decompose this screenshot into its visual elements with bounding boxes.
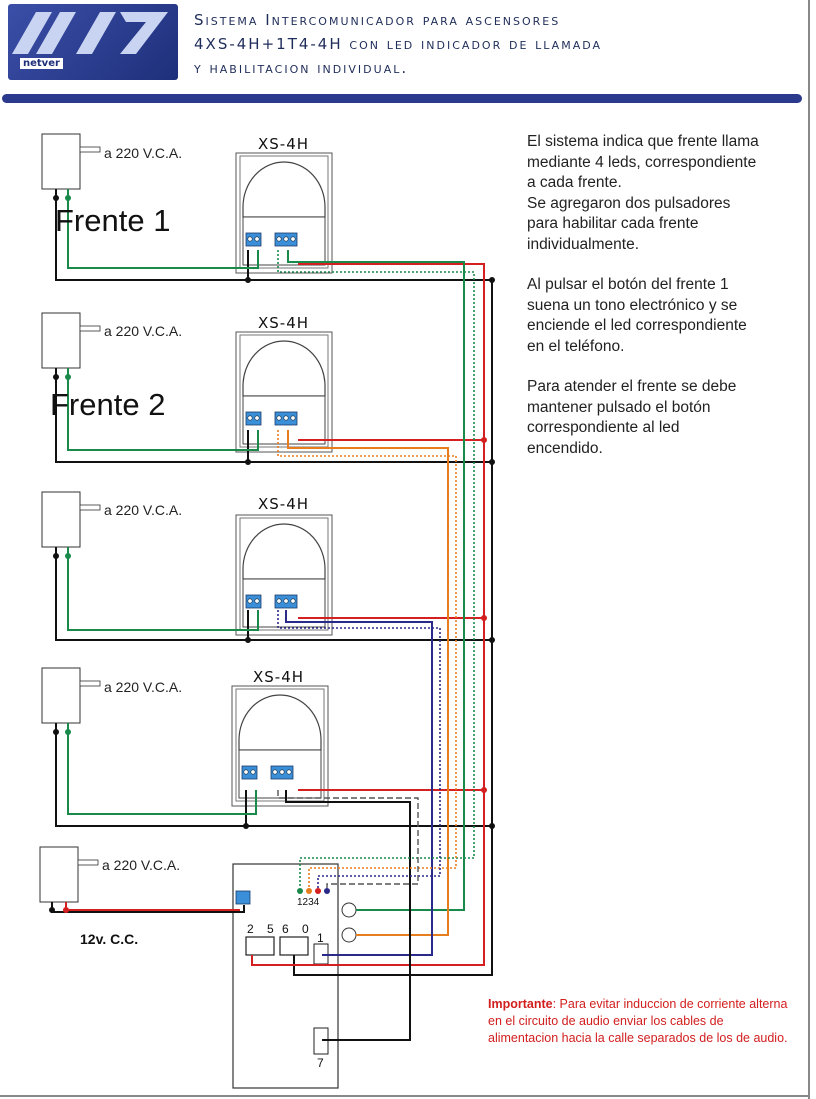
model-label-3: XS-4H xyxy=(258,495,310,513)
power-supply-phone xyxy=(39,846,99,903)
power-supply-2 xyxy=(41,312,101,369)
important-label: Importante xyxy=(488,997,553,1011)
power-label-2: a 220 V.C.A. xyxy=(104,323,183,339)
page-shadow-bottom xyxy=(0,1095,810,1097)
frente-1-label: Frente 1 xyxy=(55,203,171,238)
terminal-25-label: 2 5 xyxy=(247,922,279,936)
frente-2-label: Frente 2 xyxy=(50,387,166,422)
description-paragraph-1: El sistema indica que frente llama media… xyxy=(527,133,759,253)
power-label-3: a 220 V.C.A. xyxy=(104,502,183,518)
model-label-1: XS-4H xyxy=(258,135,310,153)
led-numbers-label: 1234 xyxy=(297,897,320,908)
terminal-60-label: 6 0 xyxy=(282,922,314,936)
description-paragraph-2: Al pulsar el botón del frente 1 suena un… xyxy=(527,276,747,355)
page-title: Sistema Intercomunicador para ascensores… xyxy=(194,8,804,80)
model-label-2: XS-4H xyxy=(258,314,310,332)
header-divider xyxy=(2,94,802,103)
power-label-phone: a 220 V.C.A. xyxy=(102,857,181,873)
terminal-1-label: 1 xyxy=(317,931,329,945)
power-supply-4 xyxy=(41,667,101,724)
power-label-4: a 220 V.C.A. xyxy=(104,679,183,695)
netver-logo: netver xyxy=(8,4,178,80)
power-label-1: a 220 V.C.A. xyxy=(104,145,183,161)
title-line-2: 4XS-4H+1T4-4H con led indicador de llama… xyxy=(194,35,603,53)
xs-4h-unit-4 xyxy=(231,685,329,807)
power-supply-3 xyxy=(41,491,101,548)
page-shadow-right xyxy=(808,0,810,1099)
description-paragraph-3: Para atender el frente se debe mantener … xyxy=(527,378,737,457)
logo-graphic-icon xyxy=(12,12,168,54)
logo-text: netver xyxy=(20,58,63,69)
title-line-3: y habilitacion individual. xyxy=(194,59,409,77)
model-label-4: XS-4H xyxy=(253,668,305,686)
terminal-7-label: 7 xyxy=(317,1056,329,1070)
power-supply-1 xyxy=(41,133,101,190)
xs-4h-unit-2 xyxy=(235,331,333,453)
description-text: El sistema indica que frente llama media… xyxy=(527,132,807,479)
xs-4h-unit-1 xyxy=(235,152,333,274)
title-line-1: Sistema Intercomunicador para ascensores xyxy=(194,11,561,29)
supply-label: 12v. C.C. xyxy=(80,931,139,947)
important-note: Importante: Para evitar induccion de cor… xyxy=(488,996,788,1047)
important-text: : Para evitar induccion de corriente alt… xyxy=(488,997,788,1045)
